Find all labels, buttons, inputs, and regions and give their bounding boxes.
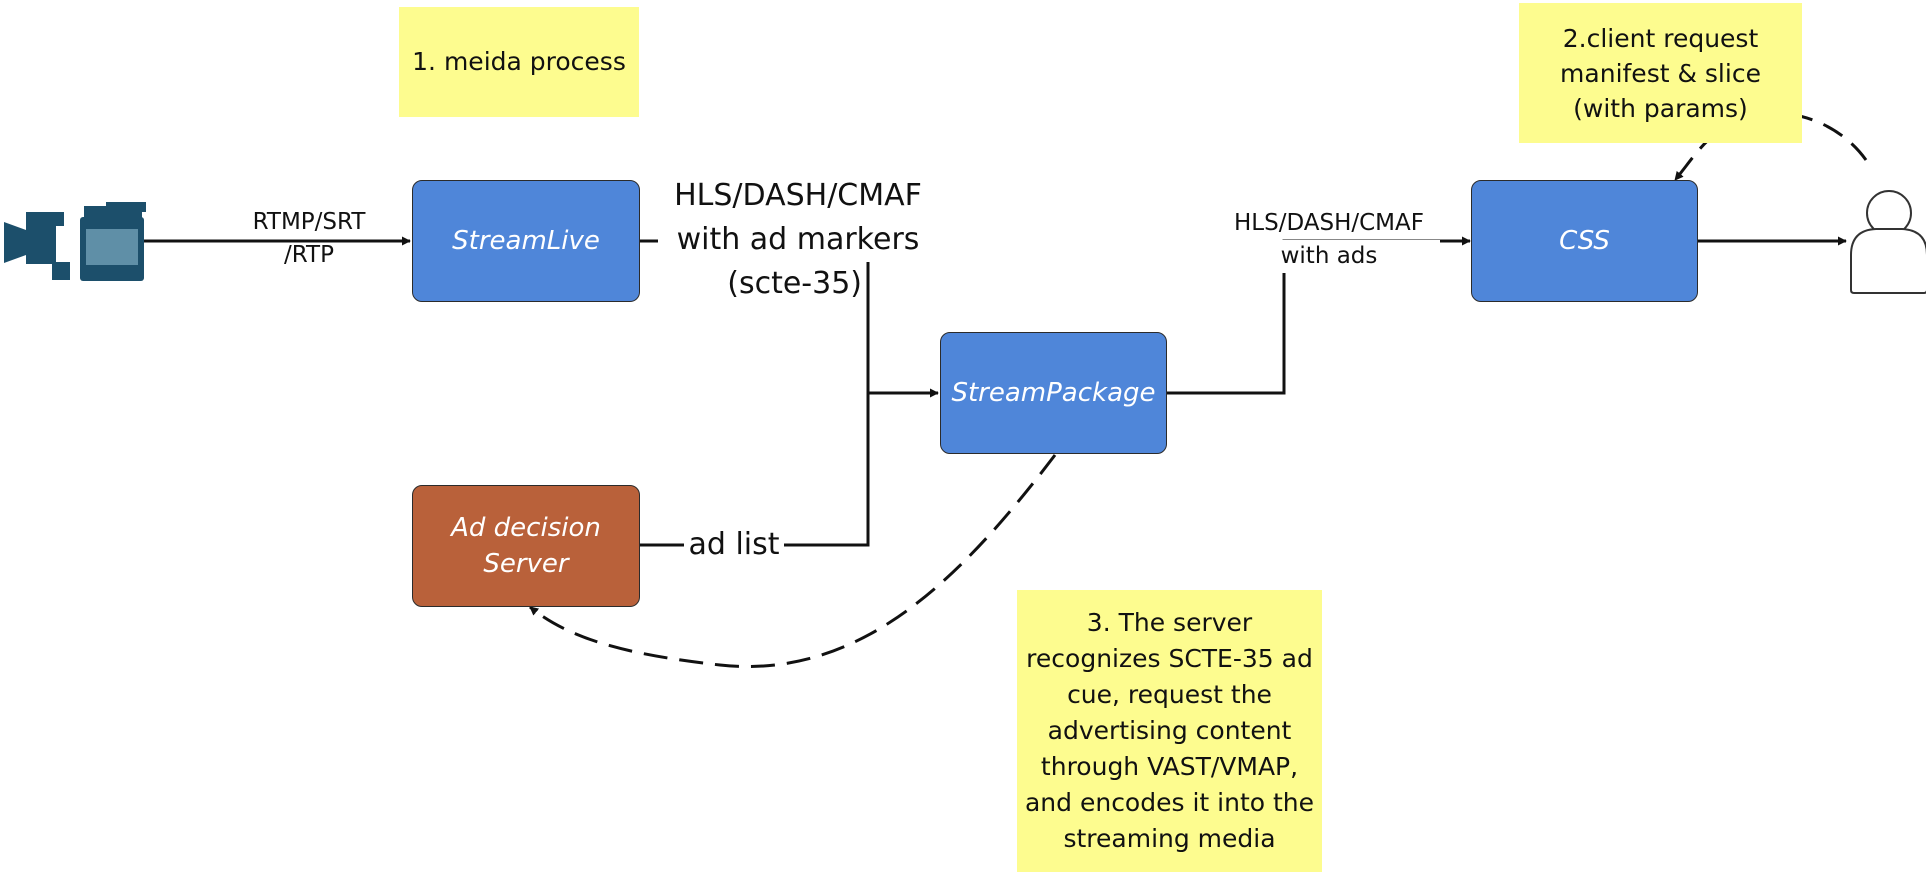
node-streampackage-label: StreamPackage <box>951 378 1156 408</box>
note-step3-line: streaming media <box>1063 824 1276 853</box>
node-streampackage[interactable]: StreamPackage <box>940 332 1167 454</box>
note-step2-line: (with params) <box>1573 93 1748 123</box>
node-streamlive-label: StreamLive <box>452 226 600 256</box>
node-ad-server-label-line1: Ad decision <box>451 513 601 543</box>
note-step3-line: through VAST/VMAP, <box>1040 752 1299 781</box>
note-step3-line: cue, request the <box>1067 680 1272 709</box>
edge-label-with-ads-line2: with ads <box>1218 240 1440 273</box>
node-css-label: CSS <box>1559 226 1610 256</box>
note-step1: 1. meida process <box>399 7 639 117</box>
edge-label-scte35-line3: (scte-35) <box>727 266 862 301</box>
edge-label-scte35: HLS/DASH/CMAF with ad markers (scte-35) <box>658 174 938 306</box>
edge-label-with-ads: HLS/DASH/CMAF with ads <box>1218 207 1440 273</box>
note-step3-line: advertising content <box>1047 716 1292 745</box>
note-step3-line: recognizes SCTE-35 ad <box>1026 644 1313 673</box>
edge-label-rtmp-line1: RTMP/SRT <box>238 206 380 239</box>
note-step3-line: 3. The server <box>1086 608 1253 637</box>
note-step3-line: and encodes it into the <box>1024 788 1315 817</box>
note-step2-line: manifest & slice <box>1560 58 1761 88</box>
note-step1-text: 1. meida process <box>412 47 626 76</box>
edge-label-scte35-line1: HLS/DASH/CMAF <box>674 178 922 213</box>
note-step2: 2.client request manifest & slice (with … <box>1519 3 1802 143</box>
video-camera-icon <box>4 202 146 281</box>
edge-label-rtmp: RTMP/SRT /RTP <box>238 206 380 272</box>
note-step3: 3. The server recognizes SCTE-35 ad cue,… <box>1017 590 1322 872</box>
edge-label-rtmp-line2: /RTP <box>284 242 334 268</box>
node-ad-decision-server[interactable]: Ad decision Server <box>412 485 640 607</box>
note-step2-line: 2.client request <box>1562 23 1759 53</box>
edge-label-ad-list: ad list <box>684 523 784 567</box>
edge-label-ad-list-text: ad list <box>688 527 780 562</box>
node-css[interactable]: CSS <box>1471 180 1698 302</box>
edge-package-to-ad-server-dashed <box>529 454 1057 668</box>
edge-label-scte35-line2: with ad markers <box>658 218 938 262</box>
edge-label-with-ads-line1: HLS/DASH/CMAF <box>1233 210 1424 236</box>
node-streamlive[interactable]: StreamLive <box>412 180 640 302</box>
user-icon <box>1850 190 1926 294</box>
node-ad-server-label-line2: Server <box>483 549 569 579</box>
